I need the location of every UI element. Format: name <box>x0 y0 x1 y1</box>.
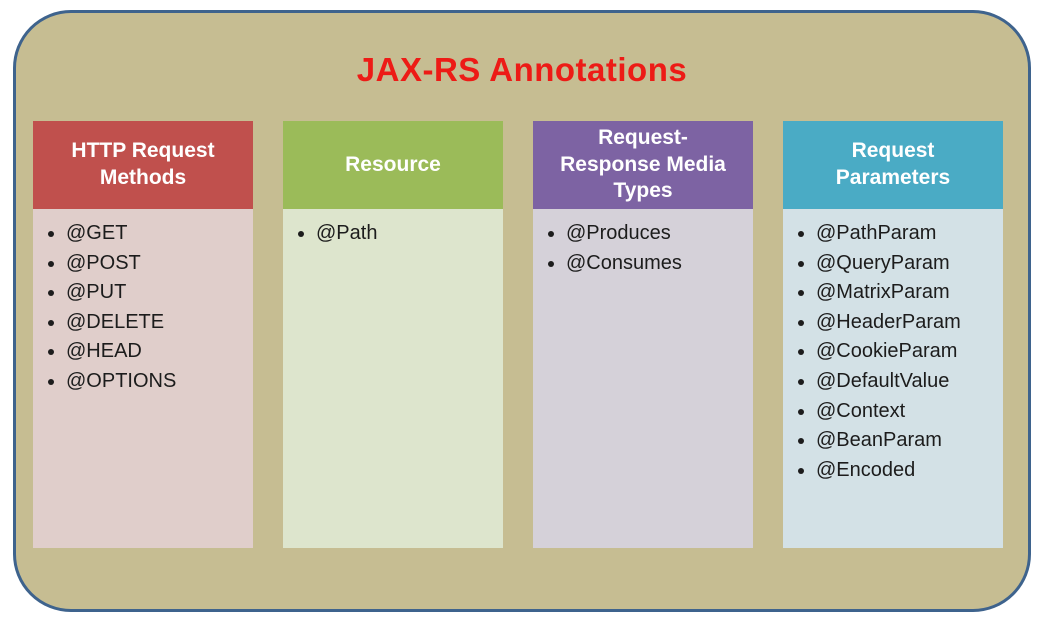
columns-row: HTTP Request Methods @GET @POST @PUT @DE… <box>33 121 1003 548</box>
column-header: HTTP Request Methods <box>33 121 253 209</box>
annotation-list: @GET @POST @PUT @DELETE @HEAD @OPTIONS <box>33 219 253 397</box>
list-item: @Encoded <box>783 456 1003 486</box>
list-item: @Produces <box>533 219 753 249</box>
list-item: @OPTIONS <box>33 367 253 397</box>
list-item: @QueryParam <box>783 249 1003 279</box>
annotation-list: @PathParam @QueryParam @MatrixParam @Hea… <box>783 219 1003 485</box>
column-header: Resource <box>283 121 503 209</box>
column-http-request-methods: HTTP Request Methods @GET @POST @PUT @DE… <box>33 121 253 548</box>
column-request-parameters: Request Parameters @PathParam @QueryPara… <box>783 121 1003 548</box>
list-item: @HEAD <box>33 337 253 367</box>
list-item: @BeanParam <box>783 426 1003 456</box>
column-resource: Resource @Path <box>283 121 503 548</box>
list-item: @POST <box>33 249 253 279</box>
column-body: @PathParam @QueryParam @MatrixParam @Hea… <box>783 209 1003 548</box>
list-item: @DefaultValue <box>783 367 1003 397</box>
column-header: Request-Response Media Types <box>533 121 753 209</box>
column-request-response-media-types: Request-Response Media Types @Produces @… <box>533 121 753 548</box>
list-item: @HeaderParam <box>783 308 1003 338</box>
rounded-panel: JAX-RS Annotations HTTP Request Methods … <box>13 10 1031 612</box>
list-item: @CookieParam <box>783 337 1003 367</box>
list-item: @GET <box>33 219 253 249</box>
list-item: @Path <box>283 219 503 249</box>
list-item: @Consumes <box>533 249 753 279</box>
column-body: @GET @POST @PUT @DELETE @HEAD @OPTIONS <box>33 209 253 548</box>
list-item: @Context <box>783 397 1003 427</box>
page-title: JAX-RS Annotations <box>356 51 688 88</box>
annotation-list: @Produces @Consumes <box>533 219 753 278</box>
annotation-list: @Path <box>283 219 503 249</box>
list-item: @DELETE <box>33 308 253 338</box>
column-body: @Produces @Consumes <box>533 209 753 548</box>
column-body: @Path <box>283 209 503 548</box>
column-header: Request Parameters <box>783 121 1003 209</box>
list-item: @PathParam <box>783 219 1003 249</box>
list-item: @MatrixParam <box>783 278 1003 308</box>
list-item: @PUT <box>33 278 253 308</box>
